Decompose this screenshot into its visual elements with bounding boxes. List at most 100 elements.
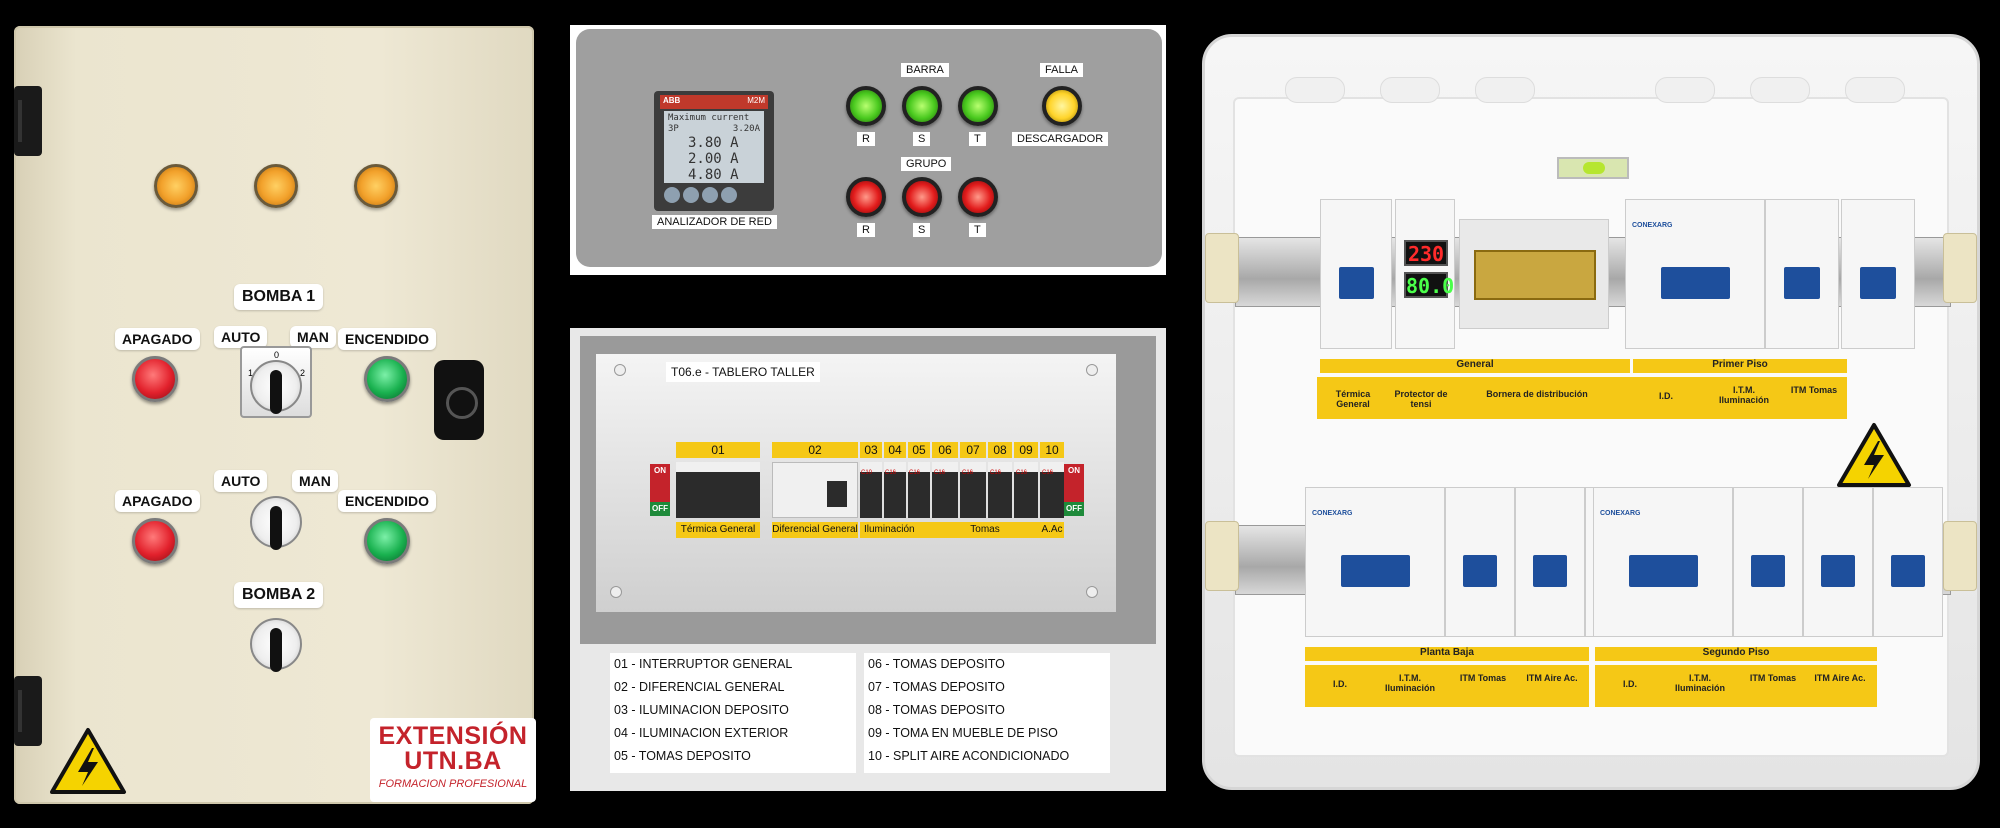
network-analyzer[interactable]: ABB M2M Maximum current 3P 3.20A 3.80 A … xyxy=(654,91,774,211)
electrical-hazard-icon xyxy=(1837,423,1911,487)
toggle[interactable] xyxy=(1821,554,1855,588)
analyzer-reading-3: 4.80 A xyxy=(668,167,760,183)
analyzer-key-2[interactable] xyxy=(683,187,699,203)
knockout-hole xyxy=(1380,77,1440,103)
segundo-piso-itm-tomas[interactable] xyxy=(1803,487,1873,637)
grupo-t-label: T xyxy=(969,223,986,237)
toggle[interactable] xyxy=(1463,554,1497,588)
general-labels: Térmica General Protector de tensi Borne… xyxy=(1317,377,1633,419)
bomba1-encendido-label: ENCENDIDO xyxy=(338,328,437,350)
descargador-label: DESCARGADOR xyxy=(1012,132,1109,146)
barra-s-indicator xyxy=(902,86,942,126)
breaker-09-rating: C16 xyxy=(1016,470,1028,476)
toggle[interactable] xyxy=(1533,554,1567,588)
bomba2-man-label: MAN xyxy=(292,470,338,492)
logo-line-1: EXTENSIÓN xyxy=(378,722,528,750)
planta-baja-id[interactable]: CONEXARG xyxy=(1305,487,1445,637)
bomba1-encendido-lamp xyxy=(364,356,410,402)
knockout-hole xyxy=(1285,77,1345,103)
breaker-03[interactable]: C10 xyxy=(860,462,882,518)
voltage-display: 230 xyxy=(1404,240,1448,266)
breaker-07-rating: C16 xyxy=(962,470,974,476)
bomba1-apagado-label: APAGADO xyxy=(115,328,200,350)
breaker-number-09: 09 xyxy=(1014,442,1038,458)
pilot-lamp-1 xyxy=(154,164,198,208)
breaker-03-rating: C10 xyxy=(861,470,873,476)
barra-label: BARRA xyxy=(901,63,949,77)
analyzer-key-3[interactable] xyxy=(702,187,718,203)
bomba1-selector-switch[interactable]: 0 1 2 xyxy=(240,346,312,418)
toggle[interactable] xyxy=(1891,554,1925,588)
analyzer-key-1[interactable] xyxy=(664,187,680,203)
primer-piso-id[interactable]: CONEXARG xyxy=(1625,199,1765,349)
voltage-protector[interactable]: 230 80.0 xyxy=(1395,199,1455,349)
breaker-08[interactable]: C16 xyxy=(988,462,1012,518)
rail-clip-right-upper xyxy=(1943,233,1977,303)
on-text-left: ON xyxy=(654,466,666,475)
logo-line-2: UTN.BA xyxy=(404,747,502,775)
rail-clip-right-lower xyxy=(1943,521,1977,591)
breaker-07[interactable]: C16 xyxy=(960,462,986,518)
planta-baja-itm-tomas[interactable] xyxy=(1515,487,1585,637)
bomba2-selector-knob[interactable] xyxy=(250,618,302,672)
breaker-10-rating: C16 xyxy=(1042,470,1054,476)
breaker-04-rating: C16 xyxy=(885,470,897,476)
bomba2-auto-label: AUTO xyxy=(214,470,268,492)
primer-piso-itm-iluminacion[interactable] xyxy=(1765,199,1839,349)
planta-baja-labels: I.D. I.T.M. Iluminación ITM Tomas ITM Ai… xyxy=(1305,665,1589,707)
primer-piso-label-id: I.D. xyxy=(1658,391,1673,401)
toggle[interactable] xyxy=(1660,266,1730,300)
control-cabinet-door: BOMBA 1 APAGADO AUTO MAN ENCENDIDO 0 1 2… xyxy=(14,26,534,804)
legend-item: 06 - TOMAS DEPOSITO xyxy=(868,657,1005,671)
rcd-toggle[interactable] xyxy=(827,481,847,507)
falla-indicator xyxy=(1042,86,1082,126)
bomba1-auto-label: AUTO xyxy=(214,326,268,348)
planta-baja-itm-iluminacion[interactable] xyxy=(1445,487,1515,637)
legend-item: 02 - DIFERENCIAL GENERAL xyxy=(614,680,785,694)
door-latch[interactable] xyxy=(434,360,484,440)
segundo-piso-id[interactable]: CONEXARG xyxy=(1593,487,1733,637)
barra-r-indicator xyxy=(846,86,886,126)
breaker-05[interactable]: C16 xyxy=(908,462,930,518)
toggle[interactable] xyxy=(1860,266,1896,300)
segundo-piso-label-itm-tomas: ITM Tomas xyxy=(1749,673,1797,683)
breaker-number-04: 04 xyxy=(884,442,906,458)
breaker-number-02: 02 xyxy=(772,442,858,458)
analyzer-key-4[interactable] xyxy=(721,187,737,203)
reading-1-value: 3.80 xyxy=(688,135,722,151)
on-text-right: ON xyxy=(1068,466,1080,475)
toggle[interactable] xyxy=(1784,266,1820,300)
breaker-02-rcd[interactable] xyxy=(772,462,858,518)
analyzer-header: ABB M2M xyxy=(660,95,768,109)
indicator-panel-face: ABB M2M Maximum current 3P 3.20A 3.80 A … xyxy=(576,29,1162,267)
segundo-piso-label-itm-aire: ITM Aire Ac. xyxy=(1814,673,1866,683)
legend-right: 06 - TOMAS DEPOSITO 07 - TOMAS DEPOSITO … xyxy=(864,653,1110,773)
termica-general-breaker[interactable] xyxy=(1320,199,1392,349)
bomba1-selector-knob[interactable] xyxy=(250,360,302,414)
breaker-09[interactable]: C16 xyxy=(1014,462,1038,518)
segundo-piso-itm-aire[interactable] xyxy=(1873,487,1943,637)
breaker-01-main[interactable] xyxy=(676,462,760,518)
toggle[interactable] xyxy=(1628,554,1698,588)
barra-r-label: R xyxy=(857,132,875,146)
selector-position-2: 2 xyxy=(300,368,306,378)
bomba2-apagado-label: APAGADO xyxy=(115,490,200,512)
analyzer-keypad xyxy=(664,187,764,205)
legend-item: 05 - TOMAS DEPOSITO xyxy=(614,749,751,763)
current-display: 80.0 xyxy=(1404,272,1455,298)
bomba1-man-label: MAN xyxy=(290,326,336,348)
toggle[interactable] xyxy=(1340,554,1410,588)
breaker-10[interactable]: C16 xyxy=(1040,462,1064,518)
breaker-06[interactable]: C16 xyxy=(932,462,958,518)
breaker-04[interactable]: C16 xyxy=(884,462,906,518)
planta-baja-label-id: I.D. xyxy=(1332,679,1347,689)
bomba2-auto-man-selector[interactable] xyxy=(250,496,302,550)
segundo-piso-itm-iluminacion[interactable] xyxy=(1733,487,1803,637)
toggle[interactable] xyxy=(1751,554,1785,588)
toggle[interactable] xyxy=(1338,266,1374,300)
primer-piso-labels: I.D. I.T.M. Iluminación ITM Tomas xyxy=(1633,377,1847,419)
analyzer-reading-2: 2.00 A xyxy=(668,151,760,167)
primer-piso-itm-tomas[interactable] xyxy=(1841,199,1915,349)
group-iluminacion: Iluminación xyxy=(860,522,930,538)
